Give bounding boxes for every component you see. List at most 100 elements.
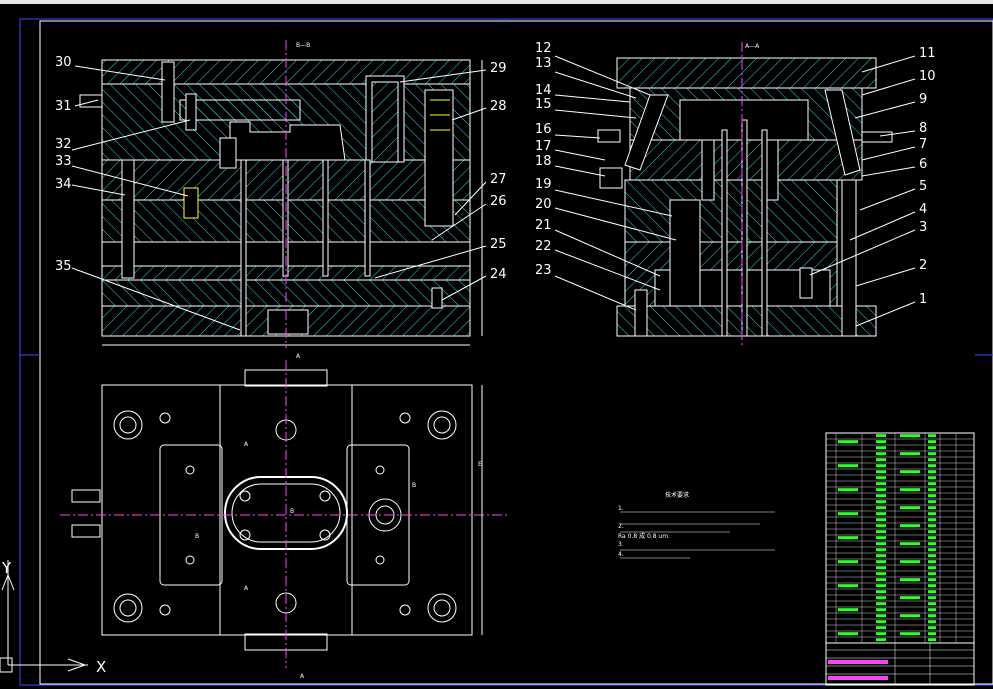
table-cell-mark [928, 446, 936, 450]
table-cell-mark [928, 452, 936, 456]
table-cell-mark [876, 602, 886, 606]
table-cell-mark [928, 434, 936, 438]
axis-y-label: Y [1, 559, 12, 577]
section-a-title: A—A [745, 43, 760, 50]
table-cell-mark [876, 566, 886, 570]
table-cell-mark [900, 506, 920, 510]
table-cell-mark [876, 482, 886, 486]
table-cell-mark [876, 494, 886, 498]
table-cell-mark [876, 608, 886, 612]
callout-32: 32 [55, 137, 72, 152]
callout-34: 34 [55, 177, 72, 192]
callout-7: 7 [919, 137, 927, 152]
callout-21: 21 [535, 218, 552, 233]
table-cell-mark [876, 440, 886, 444]
plan-mark-b-hole: B [290, 508, 294, 515]
table-cell-mark [876, 620, 886, 624]
callout-10: 10 [919, 69, 936, 84]
callout-13: 13 [535, 56, 552, 71]
tech-req-line-5: 4. [618, 551, 624, 558]
callout-4: 4 [919, 202, 927, 217]
callout-9: 9 [919, 92, 927, 107]
table-cell-mark [876, 434, 886, 438]
table-cell-mark [876, 476, 886, 480]
axis-x-label: X [96, 658, 106, 676]
table-cell-mark [876, 554, 886, 558]
callout-35: 35 [55, 259, 72, 274]
table-cell-mark [928, 512, 936, 516]
tech-req-line-2: 2. [618, 523, 624, 530]
callout-30: 30 [55, 55, 72, 70]
table-cell-mark [876, 596, 886, 600]
table-cell-mark [928, 464, 936, 468]
table-cell-mark [876, 590, 886, 594]
callout-29: 29 [490, 61, 507, 76]
table-cell-mark [900, 452, 920, 456]
callout-18: 18 [535, 154, 552, 169]
table-cell-mark [928, 560, 936, 564]
table-cell-mark [876, 506, 886, 510]
table-cell-mark [900, 524, 920, 528]
table-cell-mark [928, 440, 936, 444]
table-cell-mark [876, 632, 886, 636]
table-cell-mark [838, 584, 858, 588]
table-cell-mark [928, 578, 936, 582]
table-cell-mark [876, 626, 886, 630]
plan-view [60, 360, 510, 668]
table-cell-mark [838, 608, 858, 612]
table-cell-mark [928, 620, 936, 624]
table-cell-mark [928, 506, 936, 510]
tech-req-title: 技术要求 [665, 491, 689, 499]
callout-16: 16 [535, 122, 552, 137]
table-cell-mark [838, 632, 858, 636]
table-cell-mark [928, 470, 936, 474]
tech-req-line-1: 1. [618, 505, 624, 512]
table-cell-mark [838, 560, 858, 564]
table-cell-mark [928, 530, 936, 534]
table-cell-mark [876, 518, 886, 522]
callout-24: 24 [490, 267, 507, 282]
table-cell-mark [876, 542, 886, 546]
callout-20: 20 [535, 197, 552, 212]
callout-33: 33 [55, 154, 72, 169]
plan-mark-a-bottom: A [244, 585, 249, 592]
technical-requirements [620, 511, 775, 559]
table-cell-mark [928, 542, 936, 546]
plan-arrow-a-top: A [296, 353, 301, 360]
table-cell-mark [900, 470, 920, 474]
callout-2: 2 [919, 258, 927, 273]
table-cell-mark [876, 500, 886, 504]
table-cell-mark [838, 512, 858, 516]
table-cell-mark [876, 470, 886, 474]
table-cell-mark [928, 458, 936, 462]
callout-28: 28 [490, 99, 507, 114]
table-cell-mark [928, 596, 936, 600]
table-cell-mark [928, 614, 936, 618]
callout-15: 15 [535, 97, 552, 112]
table-cell-mark [928, 524, 936, 528]
callout-1: 1 [919, 292, 927, 307]
callout-23: 23 [535, 263, 552, 278]
table-cell-mark [838, 464, 858, 468]
callout-27: 27 [490, 172, 507, 187]
table-cell-mark [928, 518, 936, 522]
callout-31: 31 [55, 99, 72, 114]
table-cell-mark [928, 548, 936, 552]
ucs-axis-icon [0, 560, 88, 673]
table-cell-mark [876, 458, 886, 462]
table-cell-mark [928, 626, 936, 630]
table-cell-mark [900, 542, 920, 546]
section-view-b [79, 40, 483, 348]
plan-mark-b-left: B [195, 533, 199, 540]
table-cell-mark [838, 488, 858, 492]
table-cell-mark [900, 578, 920, 582]
table-cell-mark [928, 572, 936, 576]
table-cell-mark [876, 548, 886, 552]
table-cell-mark [928, 494, 936, 498]
callouts-mid: 29 28 27 26 25 24 [374, 61, 507, 301]
callouts-left: 30 31 32 33 34 35 [55, 55, 241, 331]
table-cell-mark [876, 464, 886, 468]
table-cell-mark [876, 578, 886, 582]
title-block [825, 642, 975, 686]
table-cell-mark [928, 608, 936, 612]
